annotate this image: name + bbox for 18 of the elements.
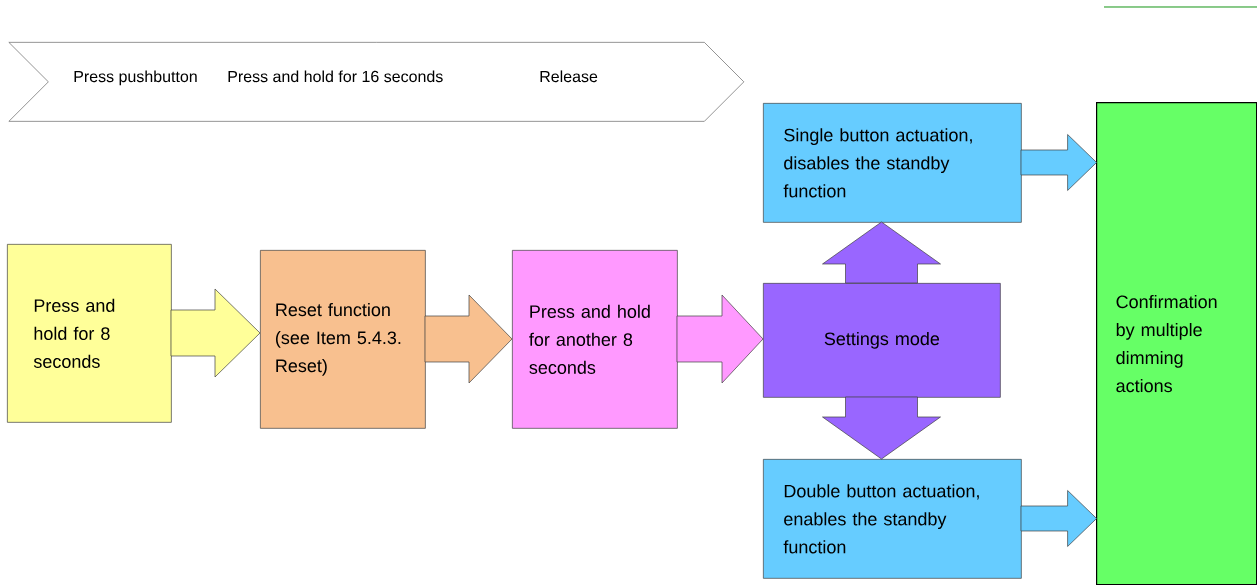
step-box: Press and hold for 8 seconds bbox=[7, 244, 172, 423]
option-box: Double button actuation, enables the standby function bbox=[763, 459, 1022, 579]
block-arrow bbox=[822, 396, 941, 460]
block-arrow bbox=[676, 294, 764, 384]
block-arrow bbox=[170, 288, 261, 378]
block-arrow bbox=[822, 221, 941, 284]
step-box: Press and hold for another 8 seconds bbox=[512, 250, 678, 429]
block-arrow bbox=[1020, 134, 1097, 191]
step-label: Release bbox=[540, 70, 598, 83]
option-box: Single button actuation, disables the standby function bbox=[763, 103, 1022, 223]
step-label: Press and hold for 16 seconds bbox=[228, 70, 443, 83]
mode-box: Settings mode bbox=[763, 283, 1001, 398]
result-box: Confirmation by multiple dimming actions bbox=[1096, 102, 1257, 585]
step-box: Reset function (see Item 5.4.3. Reset) bbox=[260, 250, 426, 429]
block-arrow bbox=[1020, 490, 1097, 547]
chevron-band bbox=[8, 42, 745, 122]
step-label: Press pushbutton bbox=[74, 70, 197, 86]
block-arrow bbox=[424, 294, 513, 384]
